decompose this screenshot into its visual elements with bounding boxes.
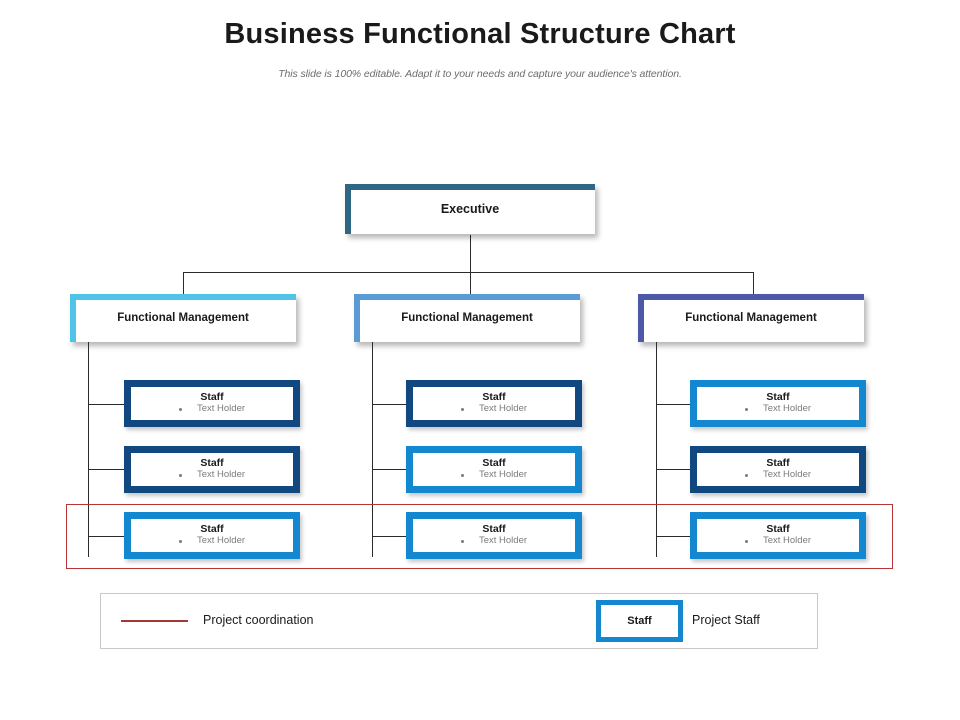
staff-subtitle: Text Holder xyxy=(762,403,812,415)
staff-subtitle: Text Holder xyxy=(762,469,812,481)
legend-coordination-label: Project coordination xyxy=(203,613,314,627)
bullet-icon xyxy=(744,474,748,478)
functional-accent-left-3 xyxy=(638,294,644,342)
branch-c3-r2 xyxy=(656,469,690,470)
branch-c1-r2 xyxy=(88,469,124,470)
executive-box[interactable]: Executive xyxy=(345,184,595,234)
connector-functional-drop-1 xyxy=(183,272,184,294)
branch-c2-r2 xyxy=(372,469,406,470)
functional-accent-left-1 xyxy=(70,294,76,342)
connector-functional-drop-3 xyxy=(753,272,754,294)
executive-accent-top xyxy=(345,184,595,190)
bullet-icon xyxy=(744,408,748,412)
staff-box-c2-r1[interactable]: Staff Text Holder xyxy=(406,380,582,427)
legend-coordination-line xyxy=(121,620,188,622)
bullet-icon xyxy=(460,408,464,412)
page-title: Business Functional Structure Chart xyxy=(224,18,736,50)
staff-title: Staff xyxy=(200,522,224,535)
branch-c2-r1 xyxy=(372,404,406,405)
staff-box-c3-r1[interactable]: Staff Text Holder xyxy=(690,380,866,427)
executive-accent-left xyxy=(345,184,351,234)
staff-subtitle-row: Text Holder xyxy=(460,535,528,547)
staff-subtitle: Text Holder xyxy=(196,403,246,415)
staff-box-c2-r3[interactable]: Staff Text Holder xyxy=(406,512,582,559)
staff-box-c3-r2[interactable]: Staff Text Holder xyxy=(690,446,866,493)
staff-subtitle-row: Text Holder xyxy=(460,469,528,481)
functional-management-label-2: Functional Management xyxy=(401,312,533,324)
functional-management-box-3[interactable]: Functional Management xyxy=(638,294,864,342)
spine-column-3 xyxy=(656,342,657,557)
staff-title: Staff xyxy=(766,456,790,469)
staff-title: Staff xyxy=(482,522,506,535)
staff-subtitle: Text Holder xyxy=(762,535,812,547)
legend-project-staff-box[interactable]: Staff xyxy=(596,600,683,642)
project-coordination-region xyxy=(66,504,893,569)
staff-subtitle-row: Text Holder xyxy=(178,403,246,415)
branch-c2-r3 xyxy=(372,536,406,537)
staff-subtitle: Text Holder xyxy=(478,535,528,547)
staff-box-c3-r3[interactable]: Staff Text Holder xyxy=(690,512,866,559)
staff-box-c1-r3[interactable]: Staff Text Holder xyxy=(124,512,300,559)
branch-c1-r1 xyxy=(88,404,124,405)
bullet-icon xyxy=(744,540,748,544)
legend-project-staff-label: Project Staff xyxy=(692,613,760,627)
staff-box-c1-r2[interactable]: Staff Text Holder xyxy=(124,446,300,493)
spine-column-2 xyxy=(372,342,373,557)
staff-box-c1-r1[interactable]: Staff Text Holder xyxy=(124,380,300,427)
bullet-icon xyxy=(460,540,464,544)
functional-accent-top-1 xyxy=(70,294,296,300)
functional-management-label-3: Functional Management xyxy=(685,312,817,324)
bullet-icon xyxy=(178,408,182,412)
functional-accent-left-2 xyxy=(354,294,360,342)
functional-management-box-1[interactable]: Functional Management xyxy=(70,294,296,342)
connector-functional-bus xyxy=(183,272,753,273)
staff-subtitle: Text Holder xyxy=(478,403,528,415)
staff-subtitle: Text Holder xyxy=(196,469,246,481)
staff-subtitle-row: Text Holder xyxy=(460,403,528,415)
branch-c3-r3 xyxy=(656,536,690,537)
staff-title: Staff xyxy=(482,390,506,403)
staff-title: Staff xyxy=(200,390,224,403)
functional-management-box-2[interactable]: Functional Management xyxy=(354,294,580,342)
connector-functional-drop-2 xyxy=(470,272,471,294)
functional-accent-top-2 xyxy=(354,294,580,300)
staff-title: Staff xyxy=(766,522,790,535)
staff-title: Staff xyxy=(482,456,506,469)
staff-subtitle-row: Text Holder xyxy=(744,535,812,547)
functional-accent-top-3 xyxy=(638,294,864,300)
staff-title: Staff xyxy=(200,456,224,469)
staff-subtitle-row: Text Holder xyxy=(178,469,246,481)
legend-panel xyxy=(100,593,818,649)
staff-subtitle-row: Text Holder xyxy=(178,535,246,547)
staff-title: Staff xyxy=(766,390,790,403)
staff-subtitle: Text Holder xyxy=(196,535,246,547)
bullet-icon xyxy=(460,474,464,478)
branch-c3-r1 xyxy=(656,404,690,405)
page-subtitle: This slide is 100% editable. Adapt it to… xyxy=(278,68,682,80)
functional-management-label-1: Functional Management xyxy=(117,312,249,324)
staff-subtitle-row: Text Holder xyxy=(744,403,812,415)
staff-subtitle-row: Text Holder xyxy=(744,469,812,481)
spine-column-1 xyxy=(88,342,89,557)
staff-box-c2-r2[interactable]: Staff Text Holder xyxy=(406,446,582,493)
executive-label: Executive xyxy=(440,202,500,216)
bullet-icon xyxy=(178,540,182,544)
connector-exec-down xyxy=(470,235,471,273)
bullet-icon xyxy=(178,474,182,478)
branch-c1-r3 xyxy=(88,536,124,537)
staff-subtitle: Text Holder xyxy=(478,469,528,481)
